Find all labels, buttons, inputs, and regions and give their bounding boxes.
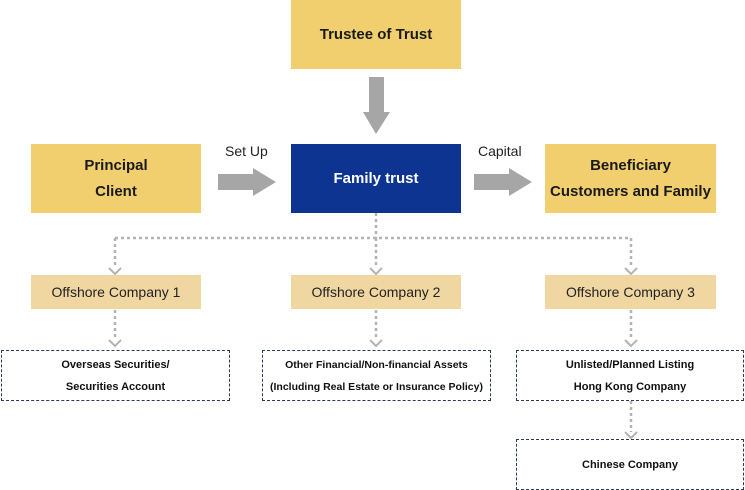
asset-2-line2: (Including Real Estate or Insurance Poli…: [270, 380, 483, 393]
asset-3-line2: Hong Kong Company: [573, 380, 687, 393]
beneficiary-box: Beneficiary Customers and Family: [545, 144, 716, 213]
principal-box: Principal Client: [31, 144, 201, 213]
asset-chinese-company: Chinese Company: [516, 439, 744, 490]
set-up-label: Set Up: [225, 143, 268, 159]
offshore-company-2: Offshore Company 2: [291, 275, 461, 309]
asset-other-financial: Other Financial/Non-financial Assets (In…: [262, 350, 491, 401]
asset-3-line1: Unlisted/Planned Listing: [565, 358, 695, 371]
trustee-label: Trustee of Trust: [319, 25, 433, 43]
asset-1-line2: Securities Account: [65, 380, 166, 393]
offshore-company-1-label: Offshore Company 1: [51, 284, 181, 300]
beneficiary-line1: Beneficiary: [590, 156, 671, 174]
principal-line2: Client: [95, 182, 137, 200]
offshore-company-1: Offshore Company 1: [31, 275, 201, 309]
down-arrow-trustee: [363, 77, 390, 134]
asset-unlisted-company: Unlisted/Planned Listing Hong Kong Compa…: [516, 350, 744, 401]
family-trust-box: Family trust: [291, 144, 461, 213]
dotted-arrowheads: [108, 267, 638, 440]
trustee-box: Trustee of Trust: [291, 0, 461, 69]
offshore-company-3: Offshore Company 3: [545, 275, 716, 309]
asset-overseas-securities: Overseas Securities/ Securities Account: [1, 350, 230, 401]
capital-label: Capital: [478, 143, 522, 159]
asset-2-line1: Other Financial/Non-financial Assets: [285, 358, 468, 371]
principal-line1: Principal: [84, 156, 148, 174]
beneficiary-line2: Customers and Family: [550, 182, 711, 200]
asset-4-label: Chinese Company: [582, 458, 678, 471]
offshore-company-3-label: Offshore Company 3: [566, 284, 695, 300]
offshore-company-2-label: Offshore Company 2: [311, 284, 441, 300]
asset-1-line1: Overseas Securities/: [61, 358, 170, 371]
right-arrow-capital: [474, 168, 532, 196]
family-trust-label: Family trust: [333, 170, 419, 187]
right-arrow-setup: [218, 168, 276, 196]
dotted-connectors: [113, 213, 633, 432]
